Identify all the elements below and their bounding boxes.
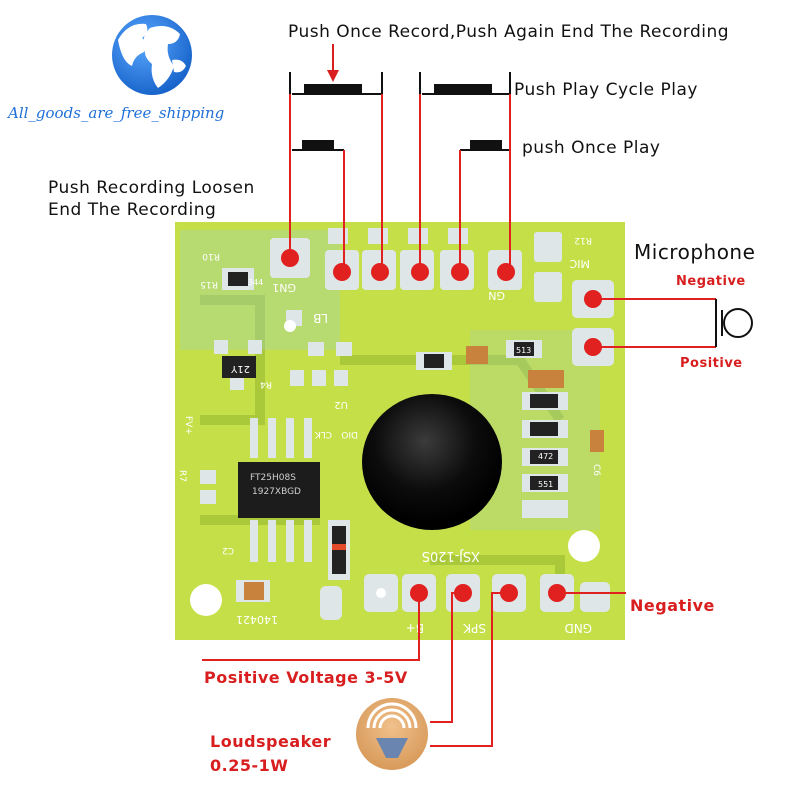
globe-icon xyxy=(112,15,192,95)
label-push-recording-loosen-1: Push Recording Loosen xyxy=(48,178,255,198)
ic-chip xyxy=(238,418,320,562)
label-power-negative: Negative xyxy=(630,596,715,615)
silk-res-551: 551 xyxy=(538,480,553,489)
silk-c6: C6 xyxy=(591,464,601,476)
silk-fv: FV+ xyxy=(183,416,193,435)
silk-r12: R12 xyxy=(574,235,592,245)
header-pads xyxy=(270,228,522,290)
silk-r4: R4 xyxy=(260,379,272,389)
silk-clk: CLK xyxy=(314,429,332,439)
label-mic-positive: Positive xyxy=(680,356,743,371)
label-push-once-play: push Once Play xyxy=(522,138,661,158)
brand-watermark: All_goods_are_free_shipping xyxy=(8,104,225,122)
label-push-play-cycle: Push Play Cycle Play xyxy=(514,80,698,100)
silk-board-model: XSJ-120S xyxy=(422,548,480,563)
cob-chip xyxy=(362,394,502,530)
loudspeaker-icon xyxy=(356,698,428,770)
silk-u2: U2 xyxy=(334,399,348,410)
label-loudspeaker-2: 0.25-1W xyxy=(210,756,289,775)
silk-date: 140421 xyxy=(236,613,278,626)
silk-bplus: B+ xyxy=(406,621,424,635)
silk-res-344: 344 xyxy=(248,278,263,287)
silk-r7: R7 xyxy=(177,470,187,482)
wires xyxy=(202,72,716,747)
silk-spk: SPK xyxy=(462,621,486,635)
microphone-icon xyxy=(715,299,753,347)
label-positive-voltage: Positive Voltage 3-5V xyxy=(204,668,408,687)
silk-chip-line1: FT25H08S xyxy=(250,473,296,483)
label-mic-negative: Negative xyxy=(676,274,746,289)
silk-res-513: 513 xyxy=(516,346,531,355)
record-arrow xyxy=(327,44,339,82)
silk-res-472: 472 xyxy=(538,452,553,461)
silk-gnd: GND xyxy=(564,621,592,635)
label-microphone: Microphone xyxy=(634,240,756,264)
silk-dio: DIO xyxy=(341,429,358,439)
silk-gn1: GN1 xyxy=(272,281,296,294)
label-loudspeaker-1: Loudspeaker xyxy=(210,732,332,751)
smd-components xyxy=(190,268,604,616)
label-push-recording-loosen-2: End The Recording xyxy=(48,200,217,220)
silk-r10: R10 xyxy=(202,251,220,261)
push-button-icon xyxy=(292,84,510,151)
silk-c2: C2 xyxy=(222,545,234,555)
silk-gn: GN xyxy=(488,289,505,302)
silk-r15: R15 xyxy=(200,279,218,289)
label-push-once-record: Push Once Record,Push Again End The Reco… xyxy=(288,22,730,42)
silk-mic: MIC xyxy=(569,257,590,270)
silk-lb: LB xyxy=(313,311,328,325)
silk-chip-line2: 1927XBGD xyxy=(252,487,301,497)
silk-transistor: 21Y xyxy=(230,363,250,374)
silkscreen: GN1 GN MIC 344 513 472 551 FT25H08S 1927… xyxy=(177,235,601,635)
